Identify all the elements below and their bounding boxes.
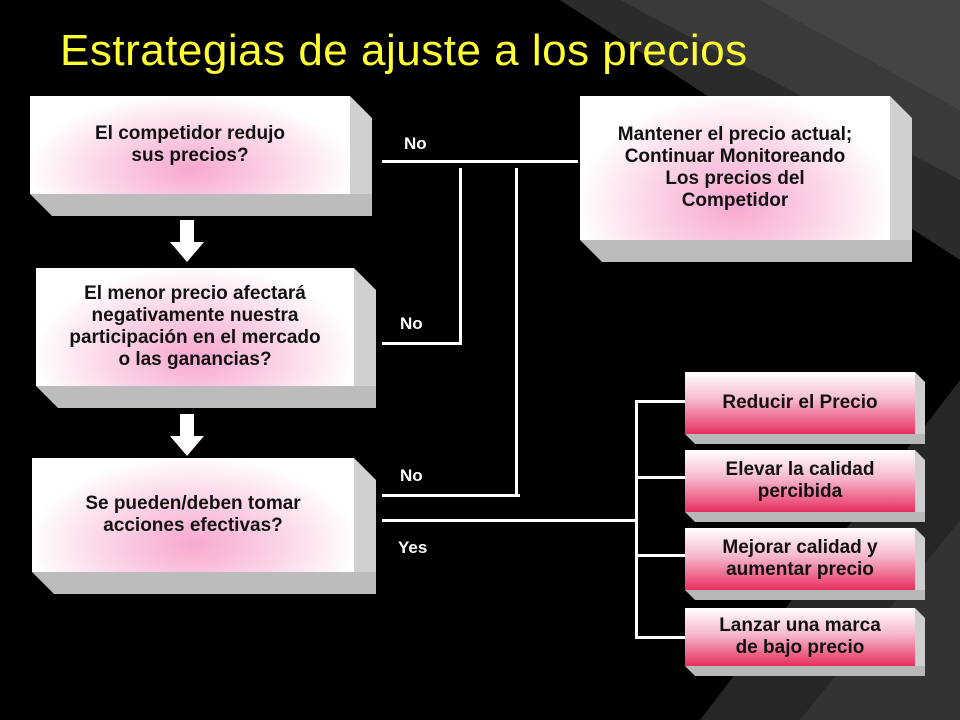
action-raise-perceived-quality-text: Elevar la calidad percibida <box>725 459 875 502</box>
action-raise-perceived-quality: Elevar la calidad percibida <box>685 450 915 512</box>
question-lower-price-impact: El menor precio afectará negativamente n… <box>36 268 354 386</box>
connector-action-3 <box>635 554 685 557</box>
connector-no-q2-v <box>459 168 462 345</box>
label-no-q3: No <box>400 466 423 485</box>
label-no-q2: No <box>400 314 423 333</box>
question-effective-actions-text: Se pueden/deben tomar acciones efectivas… <box>85 493 301 536</box>
question-competitor-reduced-text: El competidor redujo sus precios? <box>94 123 286 166</box>
down-arrow-icon <box>170 414 204 456</box>
outcome-keep-price-text: Mantener el precio actual; Continuar Mon… <box>617 124 853 211</box>
outcome-keep-price: Mantener el precio actual; Continuar Mon… <box>580 96 890 240</box>
connector-yes-q3 <box>382 519 638 522</box>
connector-actions-trunk <box>635 402 638 638</box>
action-improve-quality-raise-price-text: Mejorar calidad y aumentar precio <box>722 537 878 580</box>
label-no-q1: No <box>404 134 427 153</box>
action-launch-low-price-brand: Lanzar una marca de bajo precio <box>685 608 915 666</box>
action-reduce-price: Reducir el Precio <box>685 372 915 434</box>
label-yes-q3: Yes <box>398 538 428 557</box>
action-launch-low-price-brand-text: Lanzar una marca de bajo precio <box>719 615 881 658</box>
question-effective-actions: Se pueden/deben tomar acciones efectivas… <box>32 458 354 572</box>
connector-no-q2-h <box>382 342 462 345</box>
question-lower-price-impact-text: El menor precio afectará negativamente n… <box>69 283 321 370</box>
connector-action-2 <box>635 476 685 479</box>
connector-no-q1 <box>382 160 578 163</box>
connector-action-1 <box>635 400 685 403</box>
action-reduce-price-text: Reducir el Precio <box>722 392 878 413</box>
question-competitor-reduced: El competidor redujo sus precios? <box>30 96 350 194</box>
down-arrow-icon <box>170 220 204 262</box>
action-improve-quality-raise-price: Mejorar calidad y aumentar precio <box>685 528 915 590</box>
connector-action-4 <box>635 636 685 639</box>
slide-title: Estrategias de ajuste a los precios <box>60 26 748 75</box>
connector-no-q3-v <box>515 168 518 497</box>
connector-no-q3-h <box>382 494 520 497</box>
